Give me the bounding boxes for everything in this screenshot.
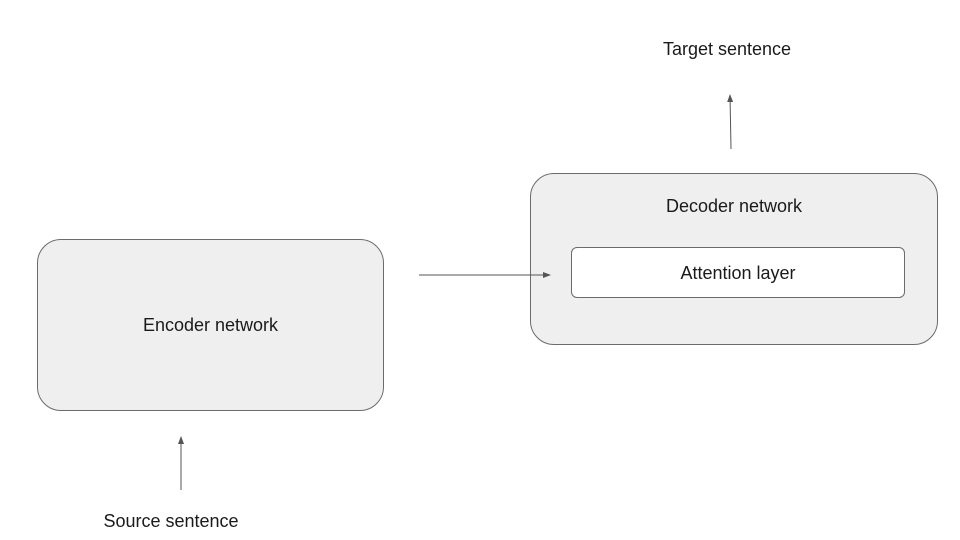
decoder-network-label: Decoder network: [665, 196, 803, 216]
decoder-to-target-arrow: [727, 94, 734, 150]
encoder-network-box: Encoder network: [37, 239, 384, 411]
source-sentence-label: Source sentence: [103, 511, 239, 531]
attention-layer-box: Attention layer: [571, 247, 905, 298]
attention-layer-label: Attention layer: [680, 262, 796, 283]
encoder-network-label: Encoder network: [142, 315, 279, 335]
target-sentence-label: Target sentence: [662, 39, 792, 59]
